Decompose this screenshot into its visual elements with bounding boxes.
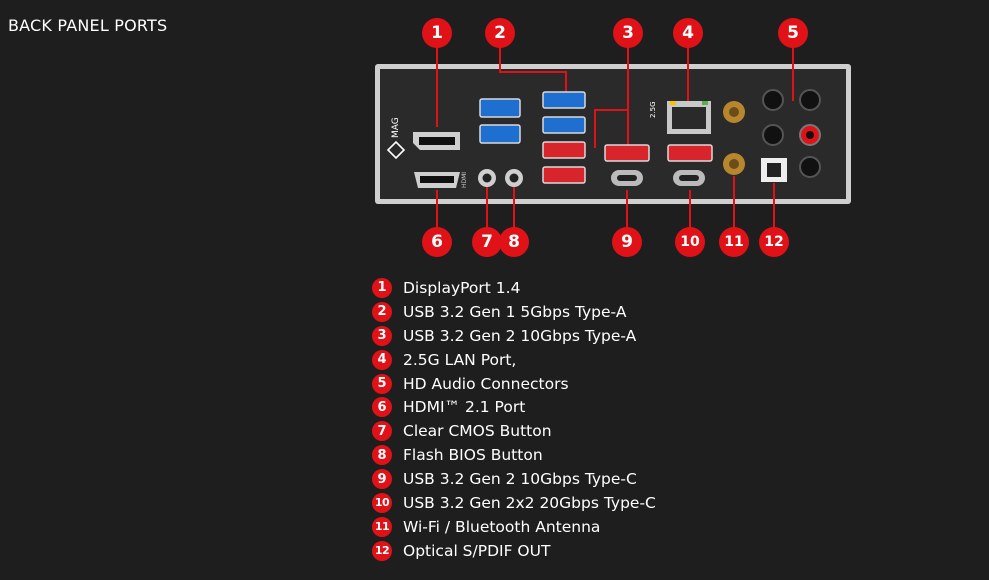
page-title: BACK PANEL PORTS xyxy=(8,16,168,35)
legend-number-badge: 8 xyxy=(372,445,392,466)
legend-label: USB 3.2 Gen 1 5Gbps Type-A xyxy=(403,302,627,321)
callout-2: 2 xyxy=(494,23,506,43)
wifi-antenna-connectors xyxy=(723,101,745,175)
legend-label: 2.5G LAN Port, xyxy=(403,350,517,369)
lan-port: 2.5G xyxy=(649,101,711,134)
legend-number-badge: 2 xyxy=(372,301,392,322)
usb-column-middle xyxy=(542,91,586,184)
legend-label: Optical S/PDIF OUT xyxy=(403,541,551,560)
callout-6: 6 xyxy=(431,232,443,252)
legend-number-badge: 11 xyxy=(372,516,392,537)
hdmi-label: HDMI xyxy=(461,172,468,188)
legend-label: USB 3.2 Gen 2 10Gbps Type-C xyxy=(403,470,637,489)
legend-label: USB 3.2 Gen 2x2 20Gbps Type-C xyxy=(403,493,656,512)
legend-item: 7 Clear CMOS Button xyxy=(372,419,656,443)
hdmi-connector: HDMI xyxy=(414,172,468,188)
clear-cmos-button xyxy=(478,169,496,187)
callout-8: 8 xyxy=(508,232,520,252)
brand-label: MAG xyxy=(391,117,401,138)
legend-item: 8 Flash BIOS Button xyxy=(372,443,656,467)
legend-number-badge: 12 xyxy=(372,540,392,561)
usb-gen2-typea-ports xyxy=(604,144,713,162)
callout-5: 5 xyxy=(787,23,799,43)
legend-label: HDMI™ 2.1 Port xyxy=(403,398,526,417)
legend-number-badge: 10 xyxy=(372,492,392,513)
callout-markers xyxy=(422,18,808,257)
legend-label: Flash BIOS Button xyxy=(403,446,543,465)
callout-12: 12 xyxy=(764,234,783,250)
flash-bios-button xyxy=(505,169,523,187)
legend-item: 5 HD Audio Connectors xyxy=(372,372,656,396)
displayport-connector xyxy=(413,132,460,150)
callout-7: 7 xyxy=(481,232,493,252)
legend-number-badge: 3 xyxy=(372,325,392,346)
legend-number-badge: 6 xyxy=(372,397,392,418)
legend-label: HD Audio Connectors xyxy=(403,374,569,393)
callout-11: 11 xyxy=(724,234,743,250)
legend-item: 2 USB 3.2 Gen 1 5Gbps Type-A xyxy=(372,300,656,324)
legend-item: 10 USB 3.2 Gen 2x2 20Gbps Type-C xyxy=(372,491,656,515)
legend-item: 11 Wi-Fi / Bluetooth Antenna xyxy=(372,515,656,539)
callout-3: 3 xyxy=(622,23,634,43)
legend-number-badge: 9 xyxy=(372,469,392,490)
optical-spdif-port xyxy=(761,158,787,182)
legend-item: 9 USB 3.2 Gen 2 10Gbps Type-C xyxy=(372,467,656,491)
callout-lines xyxy=(436,47,794,228)
legend-number-badge: 1 xyxy=(372,277,392,298)
legend-label: DisplayPort 1.4 xyxy=(403,278,521,297)
legend-item: 12 Optical S/PDIF OUT xyxy=(372,539,656,563)
port-legend: 1 DisplayPort 1.4 2 USB 3.2 Gen 1 5Gbps … xyxy=(372,276,656,563)
usb-typec-20gbps xyxy=(673,170,705,186)
audio-jacks xyxy=(762,89,821,178)
legend-item: 6 HDMI™ 2.1 Port xyxy=(372,395,656,419)
msi-logo: MAG xyxy=(386,117,406,160)
callout-4: 4 xyxy=(682,23,694,43)
legend-item: 1 DisplayPort 1.4 xyxy=(372,276,656,300)
legend-number-badge: 7 xyxy=(372,421,392,442)
legend-number-badge: 5 xyxy=(372,373,392,394)
back-panel-diagram: MAG HDMI xyxy=(375,18,851,257)
legend-item: 3 USB 3.2 Gen 2 10Gbps Type-A xyxy=(372,324,656,348)
usb-typec-10gbps xyxy=(611,170,643,186)
usb-gen1-stack-left xyxy=(479,98,521,144)
lan-speed-label: 2.5G xyxy=(649,101,657,118)
legend-number-badge: 4 xyxy=(372,349,392,370)
legend-label: USB 3.2 Gen 2 10Gbps Type-A xyxy=(403,326,637,345)
legend-label: Wi-Fi / Bluetooth Antenna xyxy=(403,517,601,536)
callout-9: 9 xyxy=(621,232,633,252)
legend-item: 4 2.5G LAN Port, xyxy=(372,348,656,372)
legend-label: Clear CMOS Button xyxy=(403,422,552,441)
callout-1: 1 xyxy=(431,23,443,43)
callout-10: 10 xyxy=(680,234,700,250)
